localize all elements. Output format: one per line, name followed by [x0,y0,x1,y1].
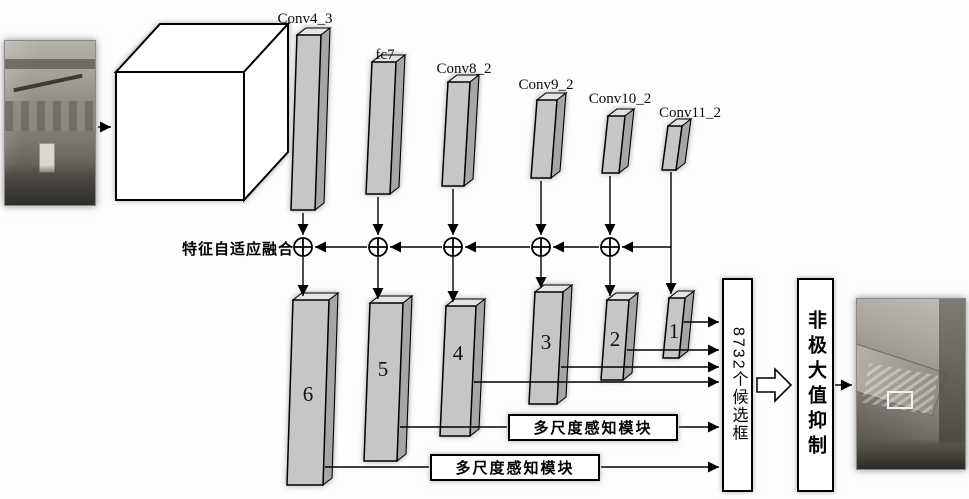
pyramid-number-1: 1 [668,319,680,343]
pyramid-level-1 [662,289,696,360]
slab-front [601,115,626,174]
fusion-nodes [293,237,620,257]
circle-plus-icon [368,237,388,257]
cube-front-face [115,71,245,201]
pyramid-number-4: 4 [452,341,464,365]
image-texture [857,439,965,469]
feature-map-conv9_2 [530,91,568,180]
layer-label-fc7: fc7 [375,47,395,63]
nms-label: 非极大值抑制 [805,310,826,460]
candidate-boxes-label: 8732个候选框 [729,327,747,443]
feature-map-conv11_2 [661,117,693,172]
pyramid-number-3: 3 [540,330,552,354]
feature-map-conv4_3 [290,26,332,212]
module-box-label: 多尺度感知模块 [533,420,653,437]
circle-plus-icon [531,237,551,257]
detection-box [887,391,913,409]
slab-front [662,297,686,359]
multiscale-module-box-1: 多尺度感知模块 [508,414,678,441]
slab-front [363,302,404,462]
image-texture [5,101,95,131]
feature-map-conv10_2 [601,107,636,175]
slab-front [441,81,471,187]
slab-front [365,61,397,195]
image-texture [5,59,95,69]
slab-front [528,291,564,405]
fusion-label: 特征自适应融合 [181,241,294,258]
crane-arm-shape [13,73,83,93]
pyramid-number-5: 5 [377,357,389,381]
slab-front [661,125,683,171]
multiscale-module-box-2: 多尺度感知模块 [430,454,600,481]
pyramid-level-4 [439,297,487,438]
feature-map-fc7 [365,53,407,196]
flow-lines [98,121,852,473]
input-image [4,40,96,206]
feature-map-conv8_2 [441,73,481,188]
candidate-boxes-box: 8732个候选框 [722,278,753,492]
pyramid-level-3 [528,283,574,406]
slab-front [439,305,477,437]
circle-plus-icon [293,237,313,257]
pyramid-level-5 [363,294,414,463]
pyramid-number-2: 2 [609,327,621,351]
layer-label-conv4_3: Conv4_3 [277,11,333,27]
nms-box: 非极大值抑制 [797,278,834,492]
slab-front [530,99,558,179]
module-box-label: 多尺度感知模块 [455,460,575,477]
layer-label-conv11_2: Conv11_2 [659,105,721,121]
layer-label-conv10_2: Conv10_2 [588,91,652,107]
backbone-cube [113,21,291,203]
circle-plus-icon [443,237,463,257]
layer-label-conv8_2: Conv8_2 [436,61,492,77]
circle-plus-icon [600,237,620,257]
image-texture [5,165,95,205]
pyramid-level-2 [600,291,640,382]
slab-front [600,299,630,381]
cube-right-face [243,21,289,203]
slab-front [290,34,322,211]
pyramid-number-6: 6 [302,382,314,406]
block-arrow-right-icon [756,367,793,403]
output-image [856,298,966,470]
slab-front [286,299,330,486]
layer-label-conv9_2: Conv9_2 [518,77,574,93]
pyramid-level-6 [286,291,340,487]
